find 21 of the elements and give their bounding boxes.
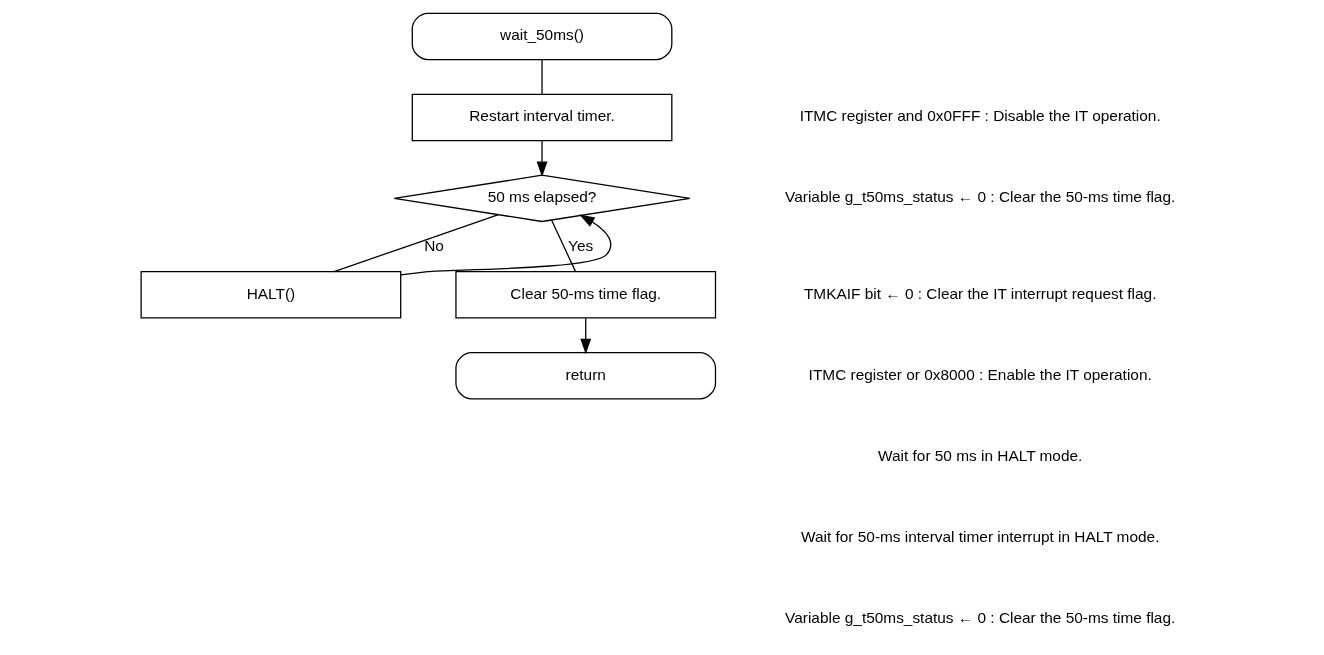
edge-label: No (423, 236, 444, 254)
node-diamond: 50 ms elapsed? (393, 174, 690, 223)
node-box: Clear 50-ms time flag. (454, 270, 716, 319)
connector (540, 59, 543, 95)
label: Wait for 50-ms interval timer interrupt in HALT mode. (800, 527, 1159, 545)
node-box: wait_50ms() (411, 12, 672, 61)
node-box: HALT() (140, 270, 401, 319)
label: Wait for 50 ms in HALT mode. (877, 446, 1082, 464)
edge-label: Yes (567, 236, 593, 254)
label: ITMC register and 0x0FFF : Disable the IT operation. (799, 107, 1161, 125)
arrow (536, 140, 547, 177)
label: Variable g_t50ms_status ← 0 : Clear the 50-ms time flag. (784, 608, 1175, 626)
node-box: Restart interval timer. (411, 93, 672, 142)
node-box: return (454, 351, 716, 400)
connector (332, 214, 499, 273)
arrow (399, 214, 611, 276)
connector (550, 219, 576, 273)
label: Variable g_t50ms_status ← 0 : Clear the 50-ms time flag. (784, 188, 1175, 206)
label: TMKAIF bit ← 0 : Clear the IT interrupt request flag. (803, 284, 1156, 302)
arrow (579, 317, 591, 355)
label: ITMC register or 0x8000 : Enable the IT operation. (808, 365, 1152, 383)
